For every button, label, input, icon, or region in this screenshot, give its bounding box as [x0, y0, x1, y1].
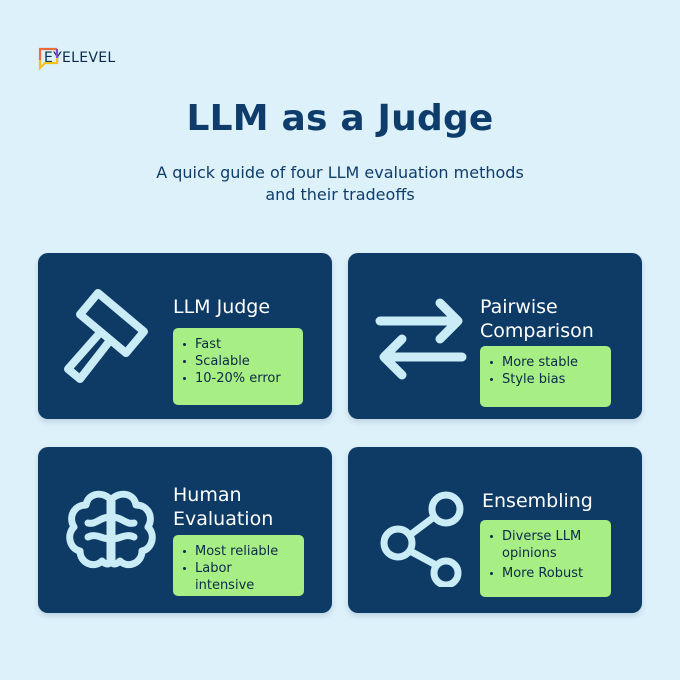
card-llm-judge: LLM Judge Fast Scalable 10-20% error [38, 253, 332, 419]
card-human-evaluation: Human Evaluation Most reliable Labor int… [38, 447, 332, 613]
card-title: LLM Judge [173, 296, 271, 318]
card-title: Ensembling [482, 490, 593, 512]
bullet: Labor intensive [181, 560, 294, 594]
gavel-icon [64, 288, 148, 383]
pill-human-evaluation: Most reliable Labor intensive [173, 535, 304, 596]
speech-bubble-logo-icon [38, 47, 59, 70]
bullet: Most reliable [181, 543, 294, 560]
bullet: More stable [488, 354, 601, 371]
pill-pairwise: More stable Style bias [480, 346, 611, 407]
brain-icon [66, 490, 156, 569]
pill-llm-judge: Fast Scalable 10-20% error [173, 328, 303, 405]
bullet: Style bias [488, 371, 601, 388]
card-title: Human Evaluation [173, 484, 274, 530]
bullet: 10-20% error [181, 370, 293, 387]
bullet: More Robust [488, 565, 601, 582]
card-ensembling: Ensembling Diverse LLM opinions More Rob… [348, 447, 642, 613]
brand-name: EYELEVEL [44, 50, 116, 66]
bullet: Diverse LLM opinions [488, 528, 601, 562]
bullet: Scalable [181, 353, 293, 370]
card-title: Pairwise Comparison [480, 296, 594, 342]
card-pairwise: Pairwise Comparison More stable Style bi… [348, 253, 642, 419]
page-subtitle: A quick guide of four LLM evaluation met… [156, 163, 524, 204]
pill-ensembling: Diverse LLM opinions More Robust [480, 520, 611, 597]
swap-arrows-icon [375, 298, 467, 380]
bullet: Fast [181, 336, 293, 353]
share-icon [380, 491, 464, 587]
page-title: LLM as a Judge [186, 98, 494, 139]
eyelevel-logo: EYELEVEL [38, 46, 116, 70]
